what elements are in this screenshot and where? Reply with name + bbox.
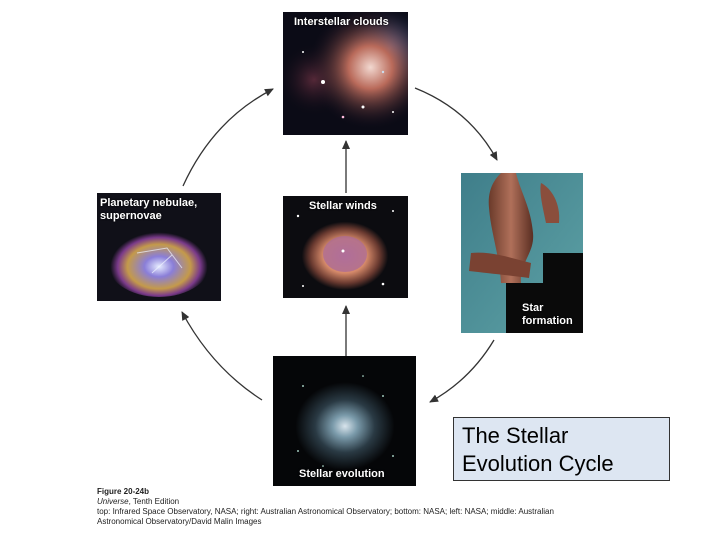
stellar-winds-image: Stellar winds <box>283 196 408 298</box>
planetary-nebulae-label: Planetary nebulae, supernovae <box>100 197 197 223</box>
book-reference: Universe, Tenth Edition <box>97 497 617 507</box>
star-formation-label-line2: formation <box>522 315 573 327</box>
diagram-title-box: The Stellar Evolution Cycle <box>453 417 670 481</box>
book-title: Universe <box>97 497 129 506</box>
interstellar-clouds-image: Interstellar clouds <box>283 12 408 135</box>
figure-caption: Figure 20-24b Universe, Tenth Edition to… <box>97 487 617 527</box>
stellar-winds-label: Stellar winds <box>309 200 377 212</box>
arrow-evolution-to-planetary <box>181 311 263 401</box>
interstellar-clouds-label: Interstellar clouds <box>294 16 389 28</box>
planetary-nebulae-label-line1: Planetary nebulae, <box>100 197 198 209</box>
image-credits-line1: top: Infrared Space Observatory, NASA; r… <box>97 507 554 516</box>
book-edition: , Tenth Edition <box>128 497 180 506</box>
stellar-evolution-label: Stellar evolution <box>299 468 385 480</box>
arrow-clouds-to-formation <box>414 87 498 161</box>
star-formation-image: Star formation <box>461 173 583 333</box>
planetary-nebulae-label-line2: supernovae <box>100 210 162 222</box>
arrow-formation-to-evolution <box>429 339 495 403</box>
star-formation-label: Star formation <box>522 302 573 328</box>
diagram-title-line1: The Stellar <box>462 423 569 448</box>
figure-number: Figure 20-24b <box>97 487 150 496</box>
star-formation-label-line1: Star <box>522 302 544 314</box>
arrow-planetary-to-clouds <box>182 88 274 187</box>
image-credits-line2: Astronomical Observatory/David Malin Ima… <box>97 517 262 526</box>
diagram-title-line2: Evolution Cycle <box>462 451 614 476</box>
planetary-nebulae-image: Planetary nebulae, supernovae <box>97 193 221 301</box>
stellar-evolution-image: Stellar evolution <box>273 356 416 486</box>
